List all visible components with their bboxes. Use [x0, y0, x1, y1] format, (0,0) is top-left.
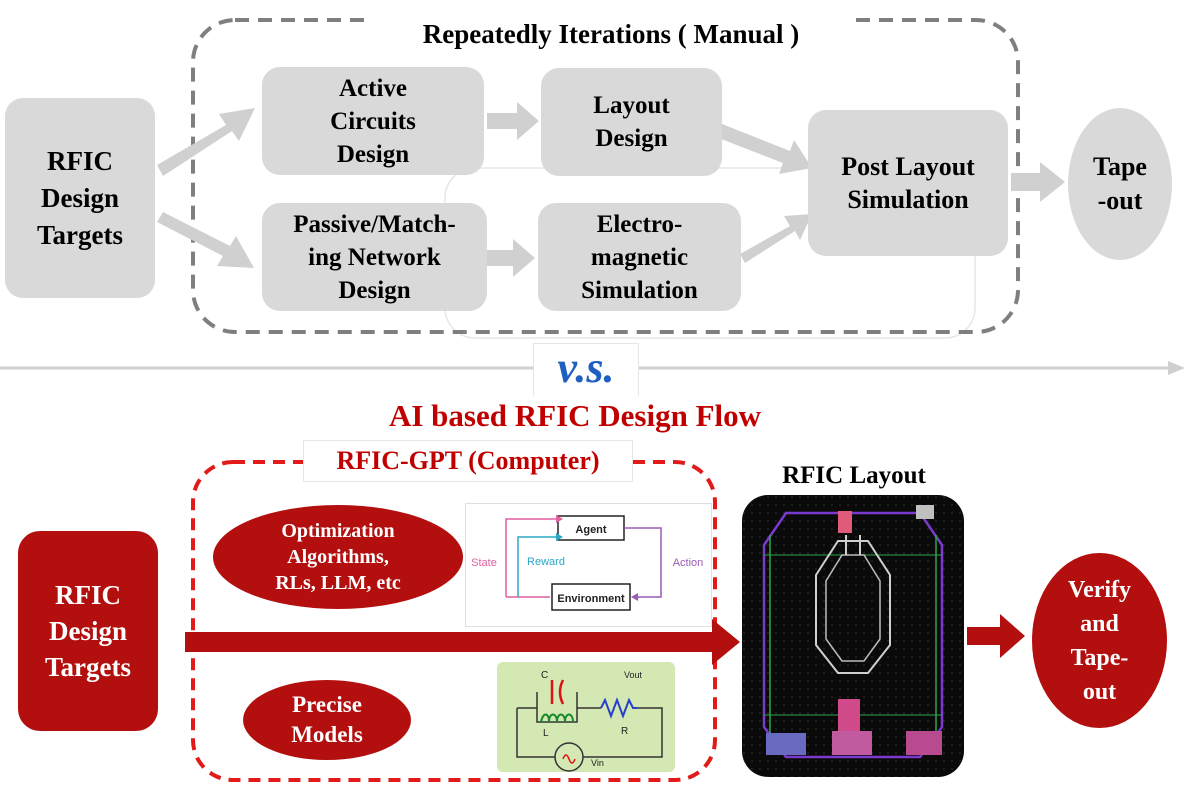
- arrow-active-layout: [487, 102, 539, 140]
- rfic-gpt-label: RFIC-GPT (Computer): [303, 440, 633, 482]
- layout-design-text: Layout Design: [593, 92, 670, 152]
- ai-flow-title: AI based RFIC Design Flow: [340, 398, 810, 434]
- vs-text: v.s.: [557, 343, 615, 392]
- layout-outer-ring: [762, 511, 944, 759]
- top-targets-box: RFIC Design Targets: [5, 98, 155, 298]
- post-layout-sim-text: Post Layout Simulation: [841, 152, 975, 214]
- agent-text: Agent: [575, 524, 607, 536]
- rfic-gpt-label-text: RFIC-GPT (Computer): [336, 446, 600, 475]
- top-tapeout-text: Tape -out: [1093, 152, 1147, 215]
- action-arrowhead: [631, 593, 638, 601]
- rfic-layout-image: [742, 495, 964, 777]
- arrow-layout-verify: [967, 614, 1025, 658]
- active-circuits-text: Active Circuits Design: [330, 74, 416, 168]
- red-flow-arrow: [185, 619, 740, 665]
- top-arrows: [157, 102, 1065, 277]
- wire-left: [516, 708, 555, 758]
- top-tapeout-oval: Tape -out: [1068, 108, 1172, 260]
- arrow-layout-post: [716, 124, 812, 174]
- circuit-diagram: C L R Vout Vin: [497, 662, 675, 772]
- vout-label: Vout: [624, 670, 643, 680]
- r-label: R: [621, 726, 628, 737]
- layout-transistor: [832, 731, 872, 755]
- layout-art-svg: [742, 495, 964, 777]
- inductor-outer: [815, 540, 891, 674]
- state-arrowhead: [556, 515, 563, 523]
- precise-models-text: Precise Models: [291, 692, 363, 747]
- wire-right: [583, 707, 663, 758]
- post-layout-sim-box: Post Layout Simulation: [808, 110, 1008, 256]
- resistor-zigzag: [600, 697, 637, 719]
- layout-top-pad: [838, 511, 852, 533]
- arrow-em-post: [740, 214, 812, 263]
- active-circuits-box: Active Circuits Design: [262, 67, 484, 175]
- rfic-layout-title-text: RFIC Layout: [782, 462, 926, 489]
- layout-corner-top: [916, 505, 934, 519]
- precise-models-oval: Precise Models: [243, 680, 411, 760]
- inductor-inner: [825, 554, 881, 662]
- cap-plate-right: [558, 679, 565, 705]
- vin-label: Vin: [591, 758, 604, 768]
- c-label: C: [541, 670, 548, 681]
- passive-network-text: Passive/Match- ing Network Design: [293, 210, 456, 304]
- ai-flow-title-text: AI based RFIC Design Flow: [388, 398, 762, 433]
- em-simulation-text: Electro- magnetic Simulation: [581, 210, 698, 304]
- top-targets-text: RFIC Design Targets: [37, 145, 123, 250]
- optimization-oval: Optimization Algorithms, RLs, LLM, etc: [213, 505, 463, 609]
- arrow-passive-em: [487, 239, 535, 277]
- arrow-post-tapeout: [1011, 162, 1065, 202]
- action-text: Action: [673, 557, 704, 569]
- vs-label: v.s.: [533, 343, 639, 396]
- rl-diagram-svg: Agent Environment State Reward Action: [471, 515, 704, 611]
- source-wave: [562, 754, 576, 764]
- em-simulation-box: Electro- magnetic Simulation: [538, 203, 741, 311]
- arrow-targets-passive: [157, 212, 254, 268]
- manual-loop-label: Repeatedly Iterations ( Manual ): [372, 10, 850, 58]
- layout-bottom-pad: [838, 699, 860, 731]
- layout-design-box: Layout Design: [541, 68, 722, 176]
- environment-text: Environment: [557, 593, 625, 605]
- verify-tapeout-oval: Verify and Tape- out: [1032, 553, 1167, 728]
- bottom-targets-box: RFIC Design Targets: [18, 531, 158, 731]
- verify-tapeout-text: Verify and Tape- out: [1067, 576, 1132, 705]
- rfic-layout-title: RFIC Layout: [748, 462, 960, 490]
- state-line: [505, 518, 556, 597]
- agent-box: [557, 515, 625, 541]
- rl-diagram: Agent Environment State Reward Action: [465, 503, 712, 627]
- circuit-svg: C L R Vout Vin: [516, 670, 663, 772]
- manual-loop-label-text: Repeatedly Iterations ( Manual ): [422, 19, 800, 49]
- source-circle: [554, 742, 584, 772]
- layout-corner-block-right: [906, 731, 942, 755]
- reward-text: Reward: [527, 556, 565, 568]
- state-text: State: [471, 557, 497, 569]
- reward-arrowhead: [556, 533, 563, 541]
- arrow-targets-active: [157, 108, 255, 176]
- l-label: L: [543, 728, 549, 739]
- inductor-coil: [540, 713, 574, 723]
- reward-line: [517, 536, 556, 597]
- environment-box: [551, 583, 631, 611]
- passive-network-box: Passive/Match- ing Network Design: [262, 203, 487, 311]
- action-line: [624, 527, 662, 598]
- layout-corner-block-left: [766, 733, 806, 755]
- bottom-targets-text: RFIC Design Targets: [45, 580, 131, 682]
- optimization-text: Optimization Algorithms, RLs, LLM, etc: [275, 520, 401, 594]
- separator-arrowhead: [1168, 361, 1185, 375]
